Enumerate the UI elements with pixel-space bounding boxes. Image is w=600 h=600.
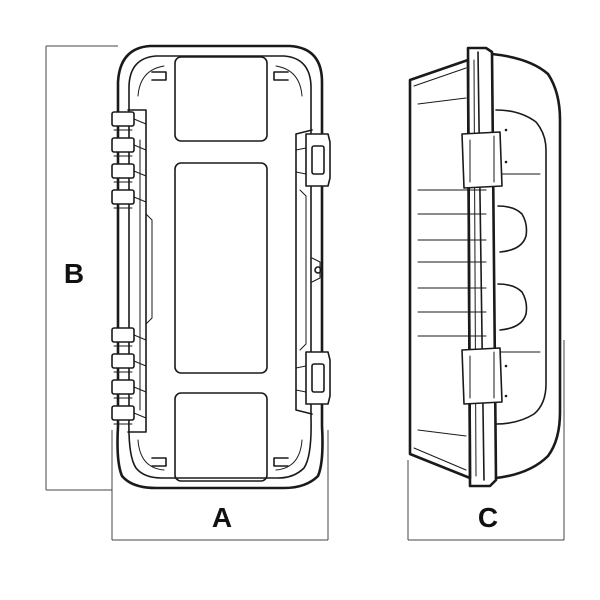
hinge-tab-7 [111, 379, 135, 395]
dim-label-b: B [64, 258, 84, 289]
hinge-tab-bottoms-top [113, 129, 133, 209]
side-dot-4 [504, 394, 508, 398]
front-outer-shell [116, 44, 324, 490]
side-hinge-bottom-lines [469, 351, 495, 399]
corner-detail-bottom-right [275, 439, 303, 471]
side-door-edge [477, 51, 485, 481]
latch-bottom [295, 351, 331, 405]
hinge-link-top [133, 118, 147, 203]
corner-tab-bottom-right [273, 457, 289, 467]
side-door-plate [466, 46, 498, 488]
side-back-frame [413, 67, 467, 471]
corner-detail-top-left [137, 65, 165, 97]
corner-tab-top-left [151, 71, 167, 81]
hinge-group-top [111, 111, 147, 209]
hinge-tab-5 [111, 327, 135, 343]
hinge-tab-4 [111, 189, 135, 205]
front-window-top [174, 56, 268, 142]
side-back-panel [408, 58, 472, 480]
side-hinge-bottom [461, 347, 503, 405]
hinge-tab-3 [111, 163, 135, 179]
front-window-bottom [174, 392, 268, 482]
lock-hole [314, 266, 322, 274]
corner-detail-top-right [275, 65, 303, 97]
side-back-ribs [417, 97, 467, 437]
side-handle-recess-top [497, 205, 528, 253]
dimension-lines [45, 45, 565, 541]
hinge-link-bottom [133, 334, 147, 419]
dim-label-a: A [212, 502, 232, 533]
latch-top-neck [295, 147, 307, 175]
latch-bottom-slot [311, 363, 325, 393]
front-window-middle [174, 162, 268, 374]
latch-top [295, 133, 331, 187]
lock-hole-ring [311, 257, 321, 283]
left-side-rail [127, 109, 147, 433]
side-handle-recess-bottom [497, 283, 528, 331]
side-hinge-top [461, 131, 503, 189]
side-dot-2 [504, 160, 508, 164]
latch-bottom-neck [295, 365, 307, 393]
right-side-rail-inner [299, 189, 307, 351]
hinge-tab-bottoms-bottom [113, 345, 133, 425]
hinge-tab-1 [111, 111, 135, 127]
latch-top-body [305, 133, 331, 187]
hinge-tab-2 [111, 137, 135, 153]
hinge-group-bottom [111, 327, 147, 425]
side-door-edge-inner [473, 59, 477, 477]
corner-tab-top-right [273, 71, 289, 81]
hinge-tab-8 [111, 405, 135, 421]
latch-bottom-body [305, 351, 331, 405]
side-back-bands [417, 189, 487, 337]
side-box-body [490, 52, 562, 480]
latch-top-slot [311, 145, 325, 175]
front-view [111, 44, 331, 490]
side-box-inner-wall [495, 109, 547, 425]
dim-label-c: C [478, 502, 498, 533]
hinge-tab-6 [111, 353, 135, 369]
corner-tab-bottom-left [151, 457, 167, 467]
front-inner-rim [128, 55, 312, 479]
left-side-rail-step [145, 213, 153, 325]
corner-detail-bottom-left [137, 439, 165, 471]
side-dot-1 [504, 128, 508, 132]
side-hinge-top-lines [469, 135, 495, 183]
side-dot-3 [504, 364, 508, 368]
side-view [408, 46, 562, 488]
right-side-rail [295, 129, 313, 415]
